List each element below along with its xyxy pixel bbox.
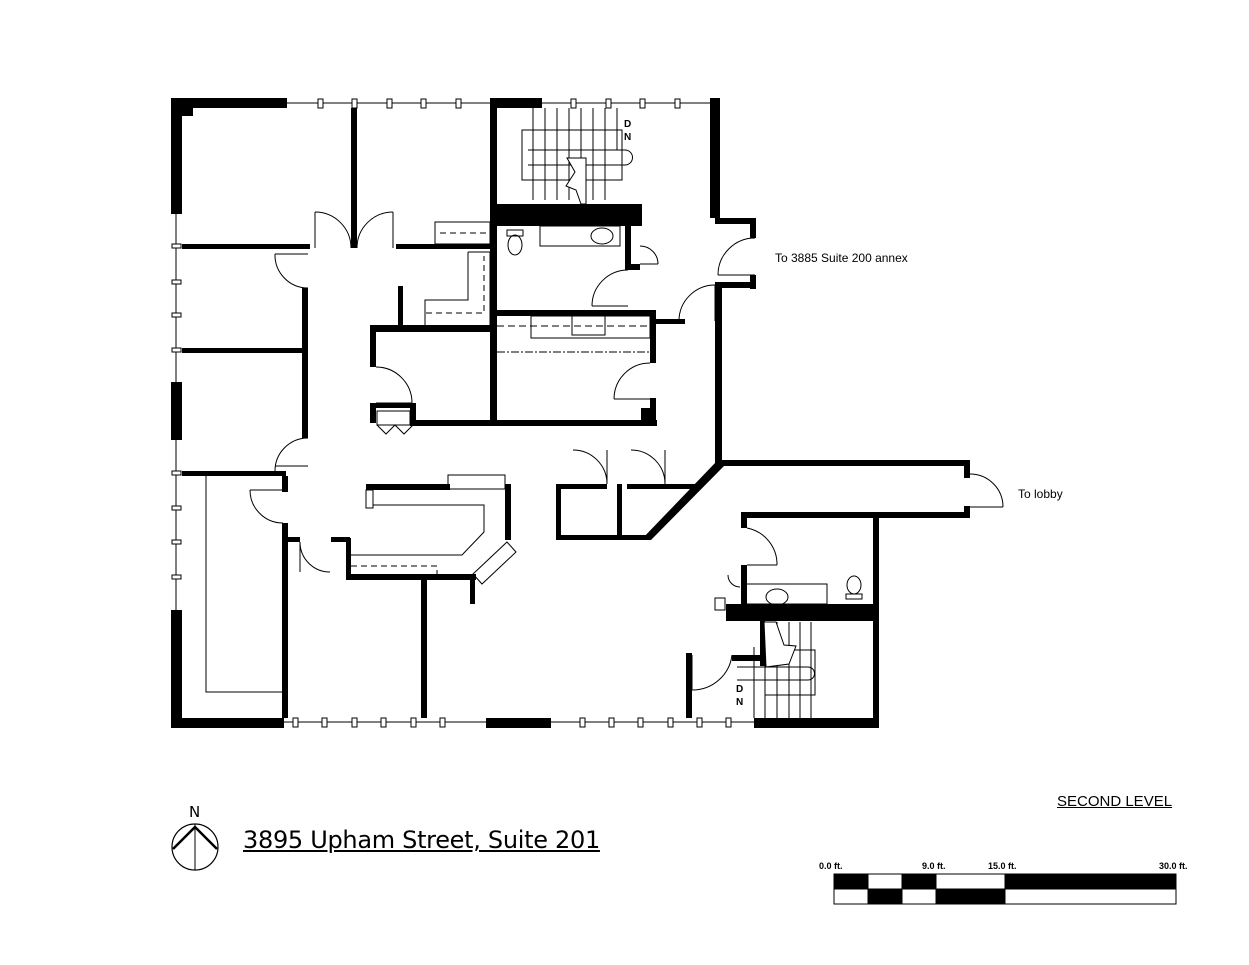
north-arrow-icon: N [189, 803, 201, 821]
scale-tick-30: 30.0 ft. [1159, 861, 1188, 871]
annex-direction-label: To 3885 Suite 200 annex [775, 251, 908, 265]
interior-walls [182, 108, 970, 728]
lobby-direction-label: To lobby [1018, 487, 1063, 501]
stair-letter-n: N [624, 132, 632, 143]
stair-letter-d: D [624, 119, 632, 130]
scale-tick-9: 9.0 ft. [922, 861, 946, 871]
south-stair-direction: D N [736, 683, 743, 709]
exterior-walls [171, 98, 878, 728]
north-arrow [171, 823, 219, 871]
plan-title: 3895 Upham Street, Suite 201 [243, 826, 600, 854]
scale-tick-0: 0.0 ft. [819, 861, 843, 871]
stair-letter-d: D [736, 684, 744, 695]
north-stair-direction: D N [624, 118, 631, 144]
scale-tick-15: 15.0 ft. [988, 861, 1017, 871]
windows [171, 98, 754, 728]
scale-bar [833, 873, 1177, 905]
stair-letter-n: N [736, 697, 744, 708]
fixtures-and-lines [205, 108, 1004, 718]
level-label: SECOND LEVEL [1057, 793, 1173, 810]
